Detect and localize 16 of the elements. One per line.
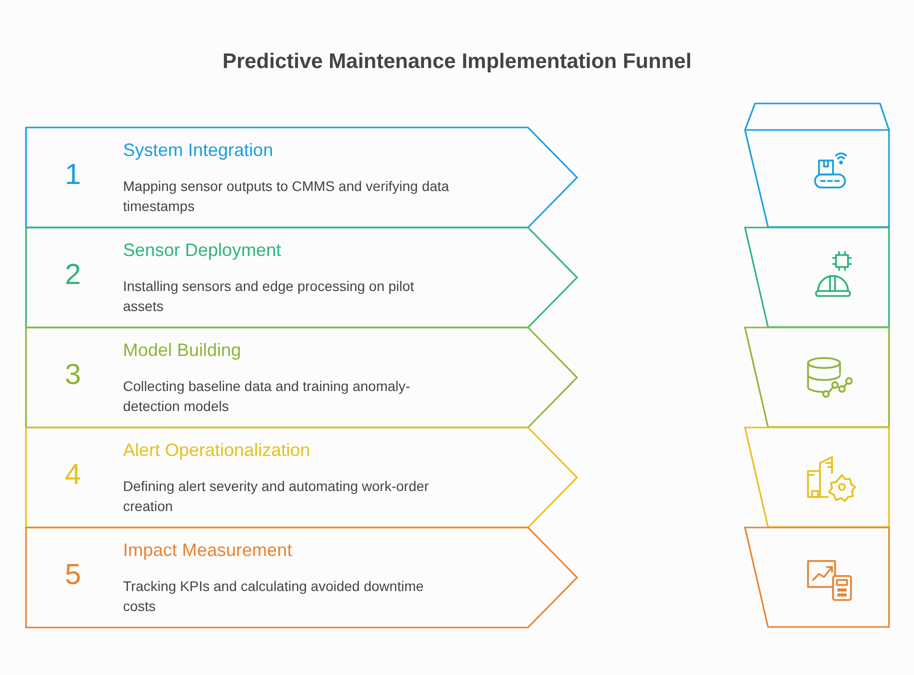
title: Predictive Maintenance Implementation Funnel [221, 50, 693, 74]
step-title: Alert Operationalization [123, 440, 310, 461]
step-title: Impact Measurement [123, 540, 292, 561]
step-number: 2 [64, 259, 82, 292]
step-description: Tracking KPIs and calculating avoided downtime costs [123, 577, 425, 616]
step-number: 5 [64, 559, 82, 592]
step-description: Collecting baseline data and training anomaly-detection models [123, 377, 412, 416]
step-number: 3 [64, 359, 82, 392]
step-number: 4 [64, 459, 82, 492]
step-number: 1 [64, 159, 82, 192]
step-title: System Integration [123, 140, 274, 161]
step-description: Installing sensors and edge processing on pilot assets [123, 277, 416, 316]
step-description: Mapping sensor outputs to CMMS and verifying data timestamps [123, 177, 450, 216]
step-title: Model Building [123, 340, 242, 361]
step-title: Sensor Deployment [123, 240, 282, 261]
step-description: Defining alert severity and automating work-order creation [123, 477, 430, 516]
